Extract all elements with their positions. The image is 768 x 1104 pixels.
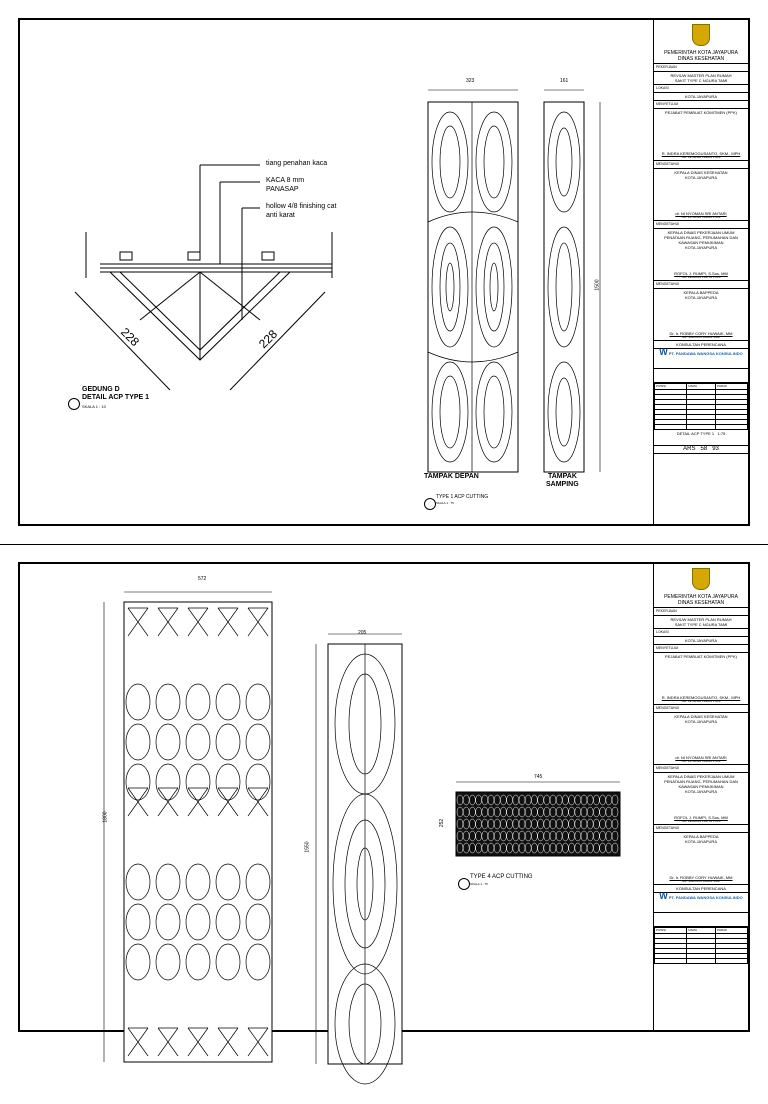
pekerjaan-label-2: PEKERJAAN <box>654 608 748 616</box>
label-hollow: hollow 4/8 finishing cat <box>266 203 337 210</box>
detail-title: GEDUNG D <box>82 386 120 393</box>
panel2-height-dim: 1550 <box>304 841 311 853</box>
konsultan-label-2: KONSULTAN PERENCANA <box>654 885 748 893</box>
spacer <box>654 369 748 383</box>
lokasi-label: LOKASI <box>654 85 748 93</box>
sign3-label-2: MENGETAHUI <box>654 765 748 773</box>
type4-panel-large <box>103 591 273 1063</box>
side-view-panel <box>543 89 601 473</box>
lokasi-value: KOTA JAYAPURA <box>654 93 748 101</box>
front-width-dim: 323 <box>466 78 475 84</box>
pekerjaan-label: PEKERJAAN <box>654 64 748 72</box>
panel3-height-dim: 252 <box>439 818 446 828</box>
emblem-icon-2 <box>692 568 710 590</box>
height-dim: 1500 <box>594 279 601 291</box>
emblem-icon <box>692 24 710 46</box>
truss-detail-drawing <box>74 164 333 391</box>
acp4-scale: SKALA 1 : 75 <box>470 882 488 886</box>
side-width-dim: 161 <box>560 78 569 84</box>
detail-scale: SKALA 1 : 10 <box>82 404 106 409</box>
acp4-marker-circle <box>458 878 470 890</box>
panel1-width-dim: 572 <box>198 576 207 582</box>
sign2-label: MENGETAHUI <box>654 161 748 169</box>
detail-subtitle: DETAIL ACP TYPE 1 <box>82 394 150 401</box>
spacer-2 <box>654 913 748 927</box>
drawing-number-row: ARS 58 93 <box>654 446 748 454</box>
front-view-panel <box>427 89 519 473</box>
drawing-sheet-1: tiang penahan kaca KACA 8 mm PANASAP hol… <box>18 18 750 526</box>
panel3-width-dim: 745 <box>534 774 543 780</box>
sign1-block: PEJABAT PEMBUAT KOMITMEN (PPK)R. INDRA K… <box>654 109 748 161</box>
side-caption-a: TAMPAK <box>548 473 577 480</box>
sign4-label-2: MENGETAHUI <box>654 825 748 833</box>
konsultan-w-icon: W <box>659 347 668 357</box>
label-tiang: tiang penahan kaca <box>266 160 328 167</box>
label-panasap: PANASAP <box>266 186 299 193</box>
lokasi-value-2: KOTA JAYAPURA <box>654 637 748 645</box>
label-kaca: KACA 8 mm <box>266 177 305 184</box>
lokasi-label-2: LOKASI <box>654 629 748 637</box>
acp-scale: SKALA 1 : 75 <box>436 501 454 505</box>
panel1-height-dim: 1800 <box>102 811 109 823</box>
side-caption-b: SAMPING <box>546 481 579 488</box>
sign1-label: MENYETUJUI <box>654 101 748 109</box>
sign1-block-2: PEJABAT PEMBUAT KOMITMEN (PPK)R. INDRA K… <box>654 653 748 705</box>
sign3-label: MENGETAHUI <box>654 221 748 229</box>
sign2-label-2: MENGETAHUI <box>654 705 748 713</box>
sheet-separator <box>0 544 768 545</box>
konsultan-logo: W PT. PANDAWA WANGSA KONSULINDO <box>654 347 748 369</box>
type4-panel-horizontal <box>455 781 621 857</box>
front-caption: TAMPAK DEPAN <box>424 473 479 480</box>
acp-title: TYPE 1 ACP CUTTING <box>436 494 489 500</box>
acp-marker-circle <box>424 498 436 510</box>
type4-panel-narrow <box>315 633 403 1085</box>
konsultan-w-icon-2: W <box>659 891 668 901</box>
detail-marker-circle <box>68 398 80 410</box>
panel2-width-dim: 205 <box>358 630 367 636</box>
drawing-title-row: DETAIL ACP TYPE 1 1:75 <box>654 430 748 446</box>
sign1-label-2: MENYETUJUI <box>654 645 748 653</box>
acp4-title: TYPE 4 ACP CUTTING <box>470 874 533 880</box>
label-anti-karat: anti karat <box>266 212 295 219</box>
sign4-label: MENGETAHUI <box>654 281 748 289</box>
drawing-sheet-2: 572 1800 205 1550 745 252 TYPE 4 ACP CUT… <box>18 562 750 1085</box>
konsultan-logo-2: W PT. PANDAWA WANGSA KONSULINDO <box>654 891 748 913</box>
konsultan-label: KONSULTAN PERENCANA <box>654 341 748 349</box>
